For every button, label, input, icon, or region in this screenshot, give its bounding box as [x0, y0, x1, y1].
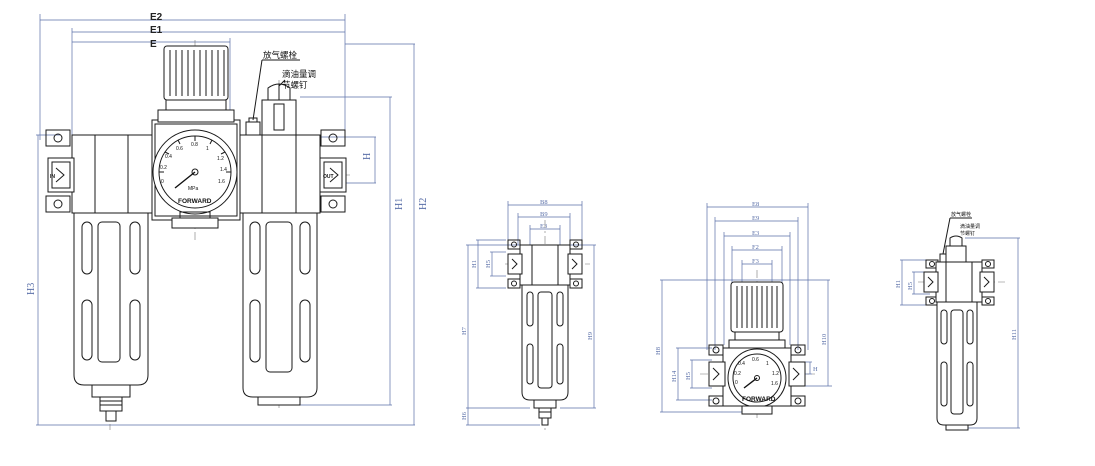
callout-vent-button: 放气螺栓 [263, 50, 298, 61]
svg-text:1.6: 1.6 [771, 381, 778, 387]
callout-oil-adjust-line2: 节螺钉 [282, 80, 308, 91]
dim-label-h2: H2 [418, 198, 429, 210]
gauge-tick-16: 1.6 [218, 179, 225, 185]
port-in-label: IN [50, 174, 55, 180]
dim-label-h: H [362, 153, 373, 160]
dim-label-h5-b: H5 [685, 372, 692, 380]
gauge-tick-1: 1 [206, 146, 209, 152]
svg-text:0: 0 [735, 380, 738, 386]
svg-text:1.2: 1.2 [772, 371, 779, 377]
dim-label-h1-d: H1 [895, 280, 902, 288]
callout-oil-adjust-line1-d: 滴油量调 [960, 223, 980, 230]
gauge-tick-12: 1.2 [217, 156, 224, 162]
dim-label-b9: B9 [540, 211, 548, 218]
dim-label-h-b: H [813, 366, 818, 373]
svg-text:1: 1 [766, 361, 769, 367]
dim-label-h11: H11 [1011, 329, 1018, 340]
dim-label-h5-c: H5 [907, 282, 914, 290]
gauge-tick-06: 0.6 [176, 146, 183, 152]
dim-label-e2: E2 [150, 12, 163, 23]
dim-label-h7: H7 [461, 326, 468, 335]
dim-label-h9: H9 [587, 332, 594, 340]
gauge-tick-08: 0.8 [191, 142, 198, 148]
dim-label-h5-a: H5 [485, 260, 492, 268]
callout-vent-button-d: 放气螺栓 [951, 211, 971, 218]
dim-label-h6: H6 [461, 411, 468, 420]
dim-label-e1: E1 [150, 25, 163, 36]
svg-text:0.2: 0.2 [734, 371, 741, 377]
dim-label-h10: H10 [821, 334, 828, 345]
svg-text:0.4: 0.4 [738, 361, 745, 367]
dim-label-h1-b: H1 [471, 260, 478, 268]
dim-label-b8: B8 [540, 199, 548, 206]
dim-label-e3-b: E3 [752, 230, 759, 237]
dim-label-h3: H3 [26, 283, 37, 295]
gauge-unit: MPa [188, 186, 199, 192]
gauge-tick-02: 0.2 [160, 165, 167, 171]
callout-oil-adjust-line1: 滴油量调 [282, 69, 316, 80]
dim-label-h14: H14 [671, 370, 678, 382]
dim-label-e9: E9 [752, 215, 759, 222]
view-filter-regulator-lubricator: E2 E1 E H H1 H2 H3 [26, 12, 429, 430]
dim-label-e: E [150, 39, 157, 50]
gauge-brand: FORWARD [178, 198, 212, 205]
dim-label-e8: E8 [752, 201, 759, 208]
dim-label-h8: H8 [655, 347, 662, 355]
callout-oil-adjust-line2-d: 节螺钉 [960, 230, 975, 237]
gauge-tick-04: 0.4 [165, 154, 172, 160]
dim-label-e3-a: E3 [540, 223, 547, 230]
dim-label-f2: F2 [752, 244, 759, 251]
gauge-tick-14: 1.4 [220, 167, 227, 173]
port-out-label: OUT [323, 174, 334, 180]
view-regulator: E8 E9 E3 F2 F3 H8 H14 H5 H H10 [655, 201, 832, 418]
gauge-tick-0: 0 [161, 179, 164, 185]
gauge-brand-b: FORWARD [742, 396, 776, 403]
dim-label-h1: H1 [394, 198, 405, 210]
view-lubricator: H1 H5 H11 放气螺栓 滴油量调 节螺 [895, 211, 1020, 431]
svg-text:0.6: 0.6 [752, 357, 759, 363]
dim-label-f3: F3 [752, 258, 759, 265]
view-filter: B8 B9 E3 H1 H5 H7 H6 H9 [461, 199, 596, 430]
